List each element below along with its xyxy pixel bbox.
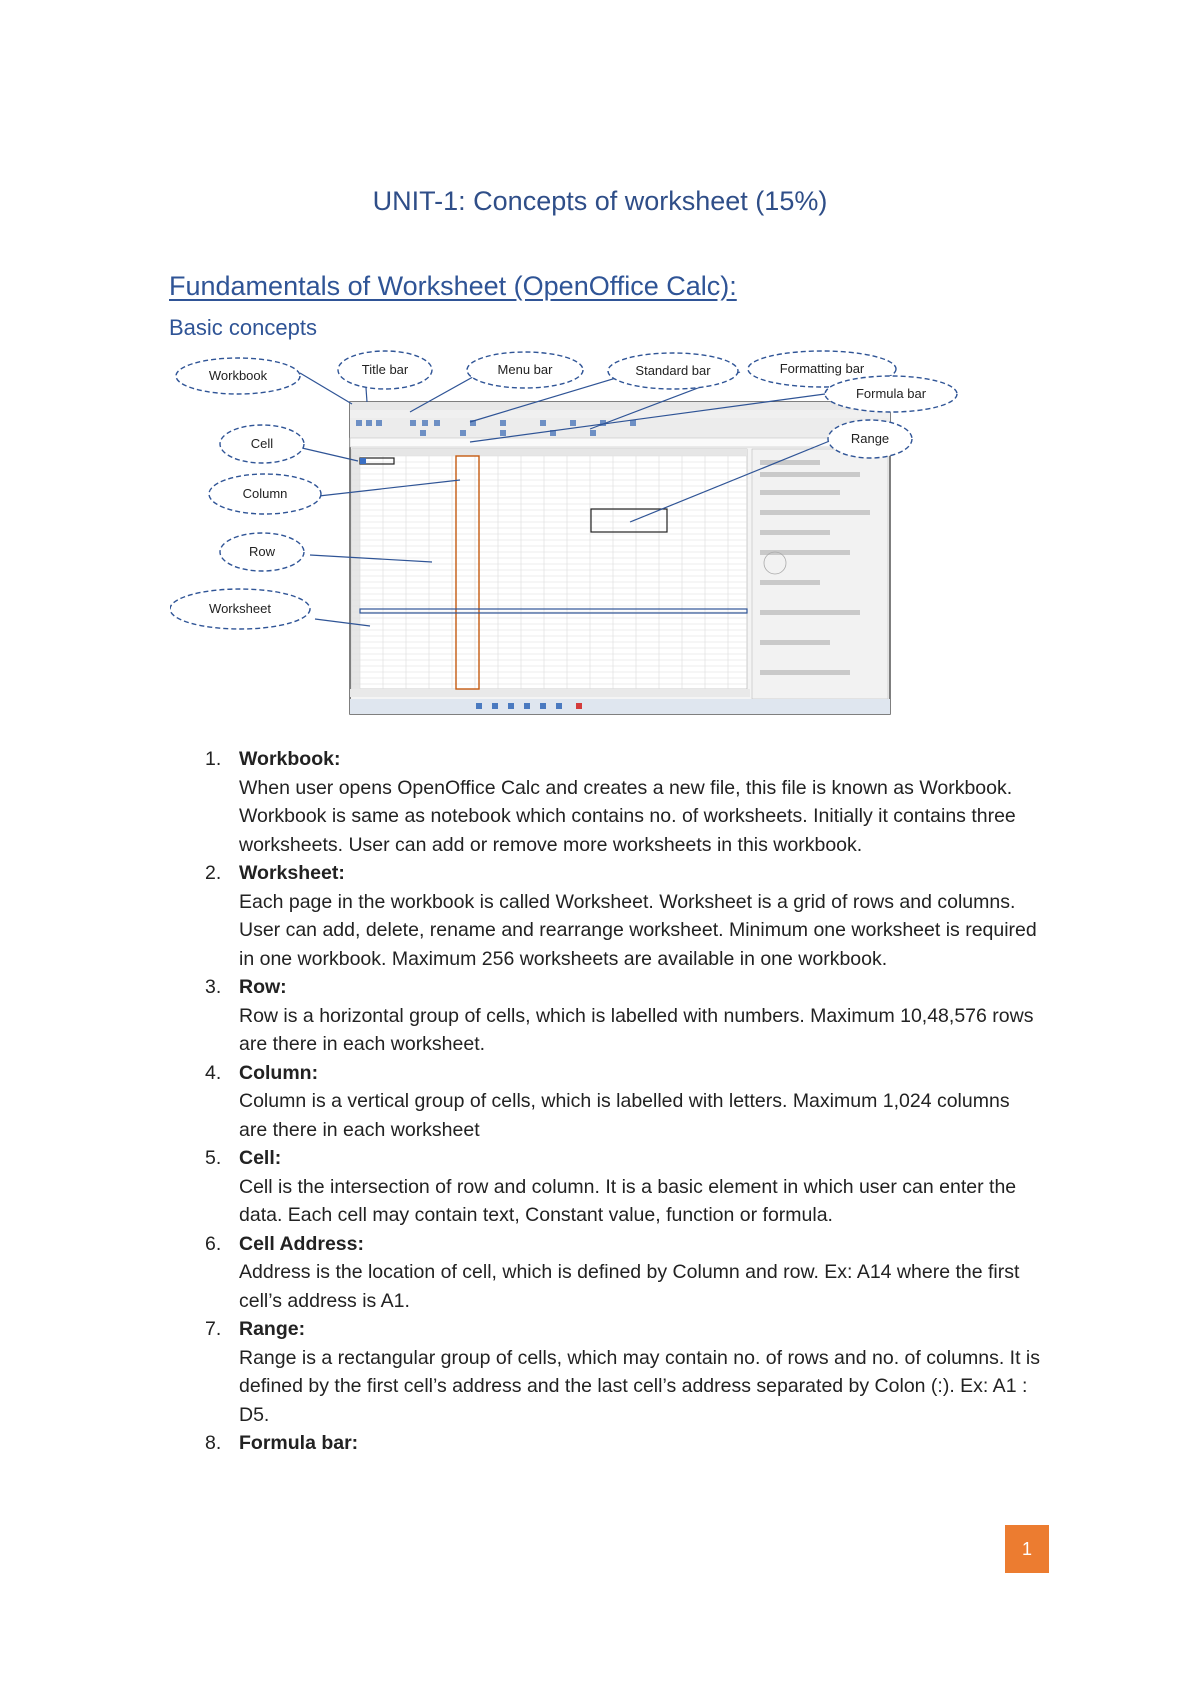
definition-body: Range is a rectangular group of cells, w… [239,1346,1040,1426]
definition-term: Row: [239,976,287,998]
definition-item: 1. Workbook: When user opens OpenOffice Ca… [193,745,1043,859]
definition-item: 3. Row: Row is a horizontal group of cells… [193,973,1043,1059]
definition-body: Cell is the intersection of row and colu… [239,1175,1017,1227]
sub-heading: Basic concepts [169,315,317,340]
definitions-list: 1. Workbook: When user opens OpenOffice Ca… [193,745,1043,1458]
callout-formula-bar: Formula bar [824,375,958,413]
definition-item: 4. Column: Column is a vertical group of c… [193,1059,1043,1145]
calc-annotated-screenshot: Workbook Title bar Menu bar Standard bar… [170,350,1040,715]
definition-term: Worksheet: [239,862,345,884]
svg-text:Range: Range [851,431,889,446]
definition-body: Address is the location of cell, which i… [239,1261,1020,1312]
definition-body: Each page in the workbook is called Work… [239,890,1037,970]
svg-text:Formula bar: Formula bar [856,386,927,401]
callout-range: Range [827,419,913,459]
svg-text:Worksheet: Worksheet [209,601,271,616]
svg-text:Workbook: Workbook [209,368,268,383]
calc-window-screenshot [349,401,891,715]
definition-body: Row is a horizontal group of cells, whic… [239,1004,1034,1056]
callout-menu-bar: Menu bar [466,351,584,389]
definition-number: 6. [205,1232,222,1255]
callout-standard-bar: Standard bar [607,352,739,390]
definition-number: 3. [205,976,222,998]
callout-worksheet: Worksheet [170,588,311,630]
definition-term: Cell: [239,1147,282,1169]
definition-number: 4. [205,1061,222,1084]
definition-term: Cell Address: [239,1232,364,1255]
definition-term: Workbook: [239,748,341,770]
definition-term: Formula bar: [239,1432,359,1454]
callout-column: Column [208,473,322,515]
svg-text:Row: Row [249,544,276,559]
definition-body: Column is a vertical group of cells, whi… [239,1090,1010,1141]
definition-body: When user opens OpenOffice Calc and crea… [239,776,1016,856]
definition-number: 2. [205,862,222,884]
definition-number: 8. [205,1432,222,1454]
callout-row: Row [219,532,305,572]
callout-cell: Cell [219,424,305,464]
page-title: UNIT-1: Concepts of worksheet (15%) [372,186,828,216]
definition-item: 2. Worksheet: Each page in the workbook is… [193,859,1043,973]
svg-text:Menu bar: Menu bar [498,362,554,377]
svg-text:Column: Column [243,486,288,501]
definition-item: 6. Cell Address: Address is the location o… [193,1230,1043,1316]
callout-workbook: Workbook [175,357,301,395]
definition-item: 5. Cell: Cell is the intersection of row a… [193,1144,1043,1230]
definition-term: Range: [239,1318,306,1340]
definition-item: 7. Range: Range is a rectangular group of … [193,1315,1043,1429]
definition-term: Column: [239,1061,319,1084]
definition-number: 1. [205,748,222,770]
svg-text:Formatting bar: Formatting bar [780,361,865,376]
callout-formatting-bar: Formatting bar [747,350,897,388]
definition-number: 5. [205,1147,222,1169]
page-number-badge: 1 [1005,1525,1049,1573]
svg-text:Title bar: Title bar [362,362,409,377]
svg-text:Cell: Cell [251,436,274,451]
definition-item: 8. Formula bar: [193,1429,1043,1458]
definition-number: 7. [205,1318,222,1340]
svg-text:Standard bar: Standard bar [635,363,711,378]
callout-title-bar: Title bar [337,350,433,390]
section-heading: Fundamentals of Worksheet (OpenOffice Ca… [169,271,737,301]
callout-pointers [299,371,833,627]
